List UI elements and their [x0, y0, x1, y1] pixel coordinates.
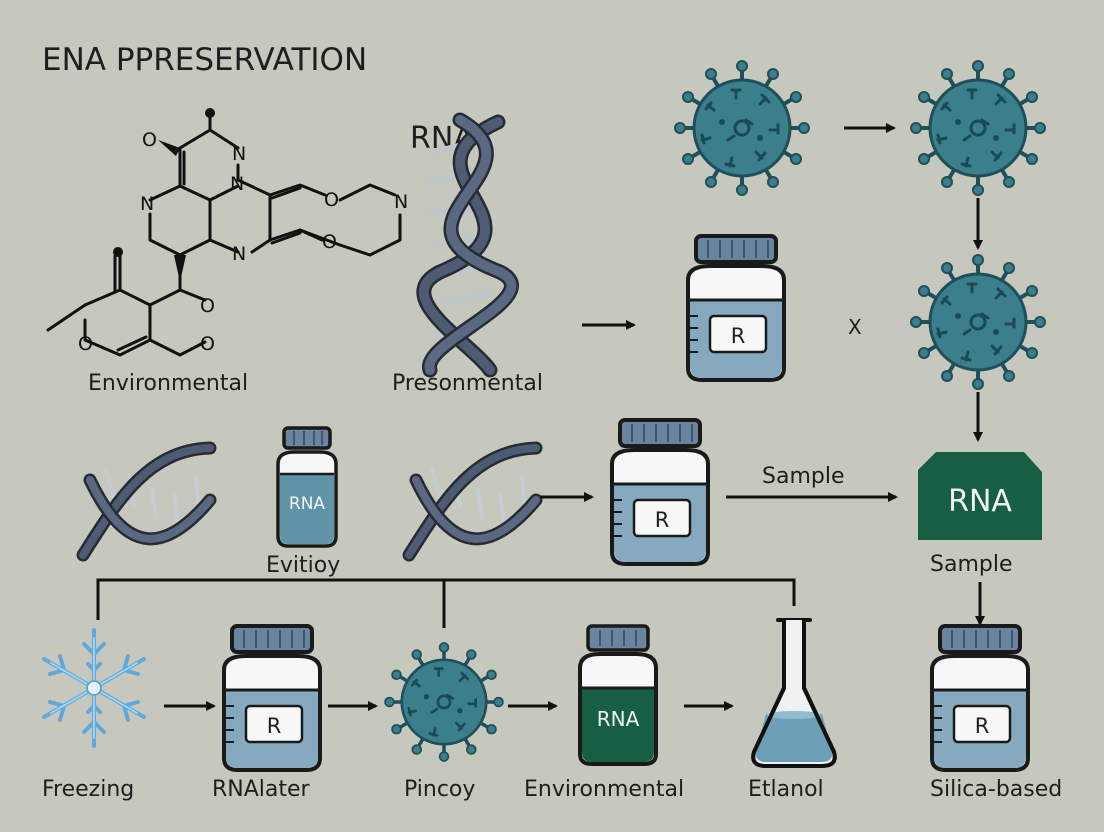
- bottle-label: R: [267, 714, 282, 738]
- atom-label: O: [78, 333, 93, 355]
- snowflake-icon: [42, 628, 146, 748]
- arrow-label: Sample: [762, 464, 845, 489]
- atom-label: O: [324, 189, 339, 211]
- dna-helix-small: [409, 448, 536, 555]
- top-dna-caption: Presonmental: [392, 371, 543, 396]
- atom-label: O: [200, 333, 215, 355]
- bottle-label: R: [655, 508, 670, 532]
- dna-helix-small: [83, 448, 210, 555]
- step-caption-environmental: Environmental: [524, 777, 684, 802]
- atom-label: N: [394, 191, 408, 213]
- bottle-middle: R: [610, 418, 710, 566]
- ethanol-flask: [751, 618, 837, 768]
- bracket-connector: [96, 578, 796, 628]
- atom-label: O: [200, 295, 215, 317]
- step-caption-ethanol: Etlanol: [748, 777, 824, 802]
- rna-box-caption: Sample: [930, 552, 1013, 577]
- atom-label: N: [140, 193, 154, 215]
- diagram-title: ENA PPRESERVATION: [42, 42, 367, 78]
- atom-label: N: [232, 143, 246, 165]
- atom-label: O: [322, 231, 337, 253]
- vial-label: RNA: [289, 494, 326, 514]
- bottle-label: R: [975, 714, 990, 738]
- bottle-silica: R: [930, 624, 1030, 772]
- virus-icon: [383, 641, 505, 763]
- molecule-structure: O N N N N O N O O O O: [46, 108, 408, 357]
- virus-icon: [673, 59, 811, 197]
- atom-label: N: [232, 243, 246, 265]
- cross-mark: X: [848, 315, 862, 339]
- bottle-environmental: RNA: [578, 624, 658, 766]
- molecule-caption: Environmental: [88, 371, 248, 396]
- step-caption-rnalater: RNAlater: [212, 777, 311, 802]
- virus-icon: [909, 59, 1047, 197]
- step-caption-pincoy: Pincoy: [404, 777, 475, 802]
- dna-helix-top: [424, 120, 512, 370]
- bottle-label: RNA: [597, 707, 640, 731]
- bottle-rnalater: R: [222, 624, 322, 772]
- step-caption-silica: Silica-based: [930, 777, 1062, 802]
- atom-label: O: [142, 129, 157, 151]
- step-caption-freezing: Freezing: [42, 777, 134, 802]
- rna-vial: RNA: [276, 426, 338, 548]
- rna-box-label: RNA: [948, 484, 1012, 519]
- atom-label: N: [230, 173, 244, 195]
- vial-caption: Evitioy: [266, 553, 340, 578]
- bottle-label: R: [731, 324, 746, 348]
- virus-icon: [909, 253, 1047, 391]
- bottle-top: R: [686, 234, 786, 382]
- rna-box: [918, 452, 1042, 540]
